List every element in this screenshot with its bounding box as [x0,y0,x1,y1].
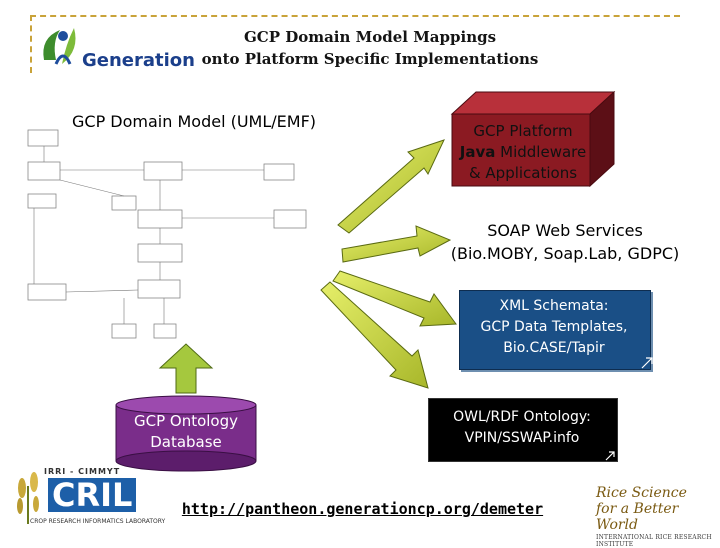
arrow-to-platform [337,139,445,234]
platform-middleware: Middleware [495,143,587,161]
owl-label: OWL/RDF Ontology: VPIN/SSWAP.info [428,407,616,449]
platform-line-1: GCP Platform [473,122,573,140]
platform-label: GCP Platform Java Middleware & Applicati… [452,121,594,184]
xml-schemata-box [459,290,651,370]
platform-java: Java [459,143,496,161]
cril-logo-text: CRIL [48,478,137,512]
arrow-to-soap [341,225,452,263]
header-frame-top [30,15,680,17]
irri-slogan-2: for a Better World [596,501,679,533]
uml-class-diagram [27,129,307,339]
domain-model-label: GCP Domain Model (UML/EMF) [72,112,317,131]
soap-label: SOAP Web Services (Bio.MOBY, Soap.Lab, G… [440,219,690,265]
soap-line-1: SOAP Web Services [487,221,643,240]
database-line-2: Database [150,433,222,451]
owl-link-icon [605,451,615,461]
owl-ontology-box [428,398,618,462]
slide-title: GCP Domain Model Mappings onto Platform … [170,26,570,70]
irri-slogan-1: Rice Science [596,485,687,501]
platform-line-2: Java Middleware [452,142,594,163]
xml-link-icon [641,357,653,369]
rice-plant-icon [17,472,39,524]
xml-line-1: XML Schemata: [499,298,609,314]
database-line-1: GCP Ontology [133,412,239,430]
irri-name: INTERNATIONAL RICE RESEARCH INSTITUTE [596,534,712,548]
platform-box [450,90,616,188]
generation-logo-icon [43,28,76,65]
owl-line-2: VPIN/SSWAP.info [464,430,580,446]
cril-top-text: IRRI - CIMMYT [44,467,121,476]
xml-line-3: Bio.CASE/Tapir [503,340,605,356]
arrow-to-owl [320,281,429,389]
title-line-2: onto Platform Specific Implementations [201,50,539,68]
ontology-database-cylinder [115,395,257,472]
xml-label: XML Schemata: GCP Data Templates, Bio.CA… [459,296,649,359]
title-line-1: GCP Domain Model Mappings [243,28,497,46]
demeter-link[interactable]: http://pantheon.generationcp.org/demeter [181,500,544,518]
logo-text: Generation [82,50,195,71]
platform-line-3: & Applications [468,164,578,182]
database-label: GCP Ontology Database [118,411,254,453]
header-frame-left [30,15,32,73]
irri-logo: Rice Science for a Better World INTERNAT… [596,485,718,548]
arrow-db-to-model [158,343,214,394]
arrow-to-xml [332,270,457,327]
xml-line-2: GCP Data Templates, [480,319,628,335]
owl-line-1: OWL/RDF Ontology: [453,409,591,425]
soap-line-2: (Bio.MOBY, Soap.Lab, GDPC) [450,244,680,263]
cril-bottom-text: CROP RESEARCH INFORMATICS LABORATORY [30,518,166,525]
